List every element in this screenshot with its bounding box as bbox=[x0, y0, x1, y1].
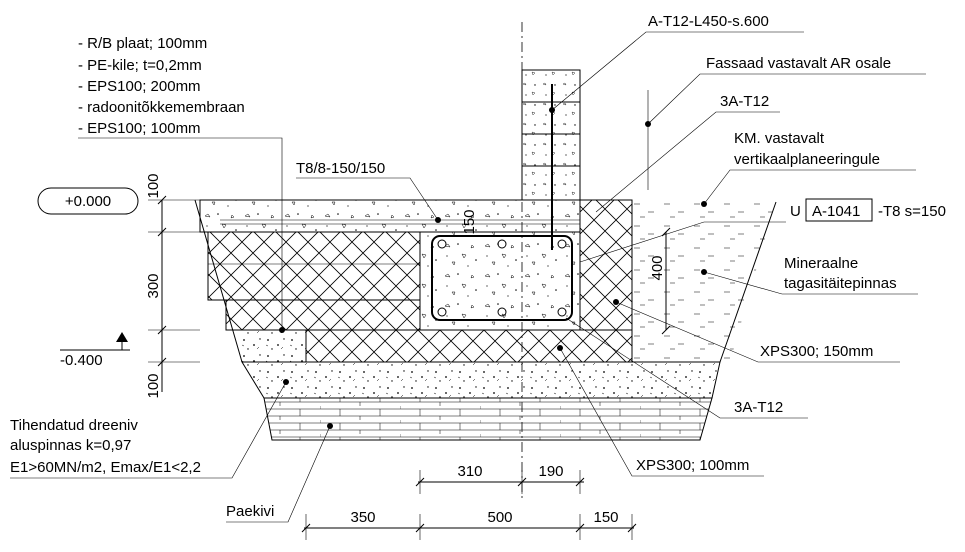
xps-150-layer bbox=[580, 200, 632, 330]
dim-lower-2: 500 bbox=[487, 509, 512, 526]
limestone-label: Paekivi bbox=[226, 503, 274, 520]
dim-lower-3: 150 bbox=[593, 509, 618, 526]
dim-lower-1: 350 bbox=[350, 509, 375, 526]
mesh-label: T8/8-150/150 bbox=[296, 160, 385, 177]
compacted-fill bbox=[236, 330, 306, 362]
gravel-base-layer bbox=[242, 362, 720, 398]
base-line1: Tihendatud dreeniv bbox=[10, 417, 138, 434]
base-line2: aluspinnas k=0,97 bbox=[10, 437, 131, 454]
u-ref: A-1041 bbox=[812, 203, 860, 220]
xps150-label: XPS300; 150mm bbox=[760, 343, 873, 360]
dim-upper-1: 310 bbox=[457, 463, 482, 480]
backfill-soil bbox=[632, 200, 776, 362]
dim-left-top: 100 bbox=[145, 173, 162, 198]
km-line2: vertikaalplaneeringule bbox=[734, 151, 880, 168]
stirrup bbox=[431, 235, 573, 321]
foundation-beam bbox=[420, 232, 580, 330]
u-ref-box bbox=[805, 198, 873, 222]
dim-beam-top: 150 bbox=[461, 209, 478, 234]
elevation-zero-box bbox=[37, 187, 139, 215]
rebar-top-label: A-T12-L450-s.600 bbox=[648, 13, 769, 30]
layer-3: - EPS100; 200mm bbox=[78, 78, 201, 95]
layer-5: - EPS100; 100mm bbox=[78, 120, 201, 137]
fill-line1: Mineraalne bbox=[784, 255, 858, 272]
dim-left-bottom: 100 bbox=[145, 373, 162, 398]
elevation-zero: +0.000 bbox=[65, 193, 111, 210]
rebar-3a-top-label: 3A-T12 bbox=[720, 93, 769, 110]
facade-label: Fassaad vastavalt AR osale bbox=[706, 55, 891, 72]
dim-beam-height: 400 bbox=[649, 255, 666, 280]
xps-100-layer bbox=[306, 330, 632, 362]
fill-line2: tagasitäitepinnas bbox=[784, 275, 897, 292]
xps100-label: XPS300; 100mm bbox=[636, 457, 749, 474]
eps-100-layer bbox=[226, 300, 420, 330]
layer-2: - PE-kile; t=0,2mm bbox=[78, 57, 202, 74]
dim-upper-2: 190 bbox=[538, 463, 563, 480]
layer-4: - radoonitõkkemembraan bbox=[78, 99, 245, 116]
dim-left-mid: 300 bbox=[145, 273, 162, 298]
u-suffix: -T8 s=150 bbox=[878, 203, 946, 220]
km-line1: KM. vastavalt bbox=[734, 130, 825, 147]
layer-1: - R/B plaat; 100mm bbox=[78, 35, 207, 52]
base-line3: E1>60MN/m2, Emax/E1<2,2 bbox=[10, 459, 201, 476]
u-prefix: U bbox=[790, 203, 801, 220]
slab-concrete bbox=[200, 200, 580, 232]
elevation-minus: -0.400 bbox=[60, 352, 103, 369]
limestone-layer bbox=[264, 398, 712, 440]
eps-200-layer bbox=[208, 232, 420, 300]
layer-list: - R/B plaat; 100mm - PE-kile; t=0,2mm - … bbox=[78, 35, 245, 137]
rebar-3a-bottom-label: 3A-T12 bbox=[734, 399, 783, 416]
